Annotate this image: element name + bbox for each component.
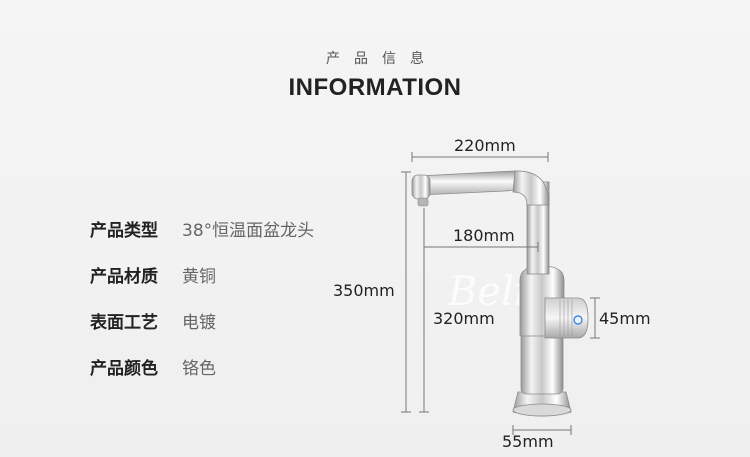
spec-row-material: 产品材质 黄铜 [90, 251, 314, 297]
info-header: 产品信息 INFORMATION [0, 48, 750, 102]
dim-label-spout-height: 320mm [433, 309, 495, 328]
dim-label-knob: 45mm [599, 309, 651, 328]
faucet-illustration [411, 170, 589, 417]
knob-grip-lines [559, 300, 573, 336]
spec-value: 电镀 [182, 312, 216, 333]
spec-row-color: 产品颜色 铬色 [90, 343, 314, 389]
faucet-elbow [512, 170, 550, 206]
dimension-lines [401, 152, 600, 435]
faucet-base-rim [512, 403, 572, 417]
spec-label: 表面工艺 [90, 312, 158, 333]
spec-value: 38°恒温面盆龙头 [182, 220, 315, 241]
spec-label: 产品颜色 [90, 358, 158, 379]
spout-head [411, 174, 431, 200]
section-subtitle: 产品信息 [326, 51, 438, 67]
spec-list: 产品类型 38°恒温面盆龙头 产品材质 黄铜 表面工艺 电镀 产品颜色 铬色 [90, 205, 314, 389]
spec-row-type: 产品类型 38°恒温面盆龙头 [90, 205, 314, 251]
knob-indicator-icon [573, 315, 583, 325]
dim-label-reach: 180mm [453, 226, 515, 245]
spout-aerator [417, 197, 429, 207]
section-title: INFORMATION [288, 74, 462, 101]
thermostat-knob [544, 297, 589, 339]
spec-row-finish: 表面工艺 电镀 [90, 297, 314, 343]
spec-label: 产品材质 [90, 266, 158, 287]
dim-label-total-height: 350mm [333, 281, 395, 300]
dim-label-width: 220mm [454, 136, 516, 155]
spec-value: 铬色 [182, 358, 216, 379]
dim-label-base: 55mm [502, 432, 554, 451]
faucet-lower-body [520, 331, 564, 395]
spec-label: 产品类型 [90, 220, 158, 241]
spec-value: 黄铜 [182, 266, 216, 287]
